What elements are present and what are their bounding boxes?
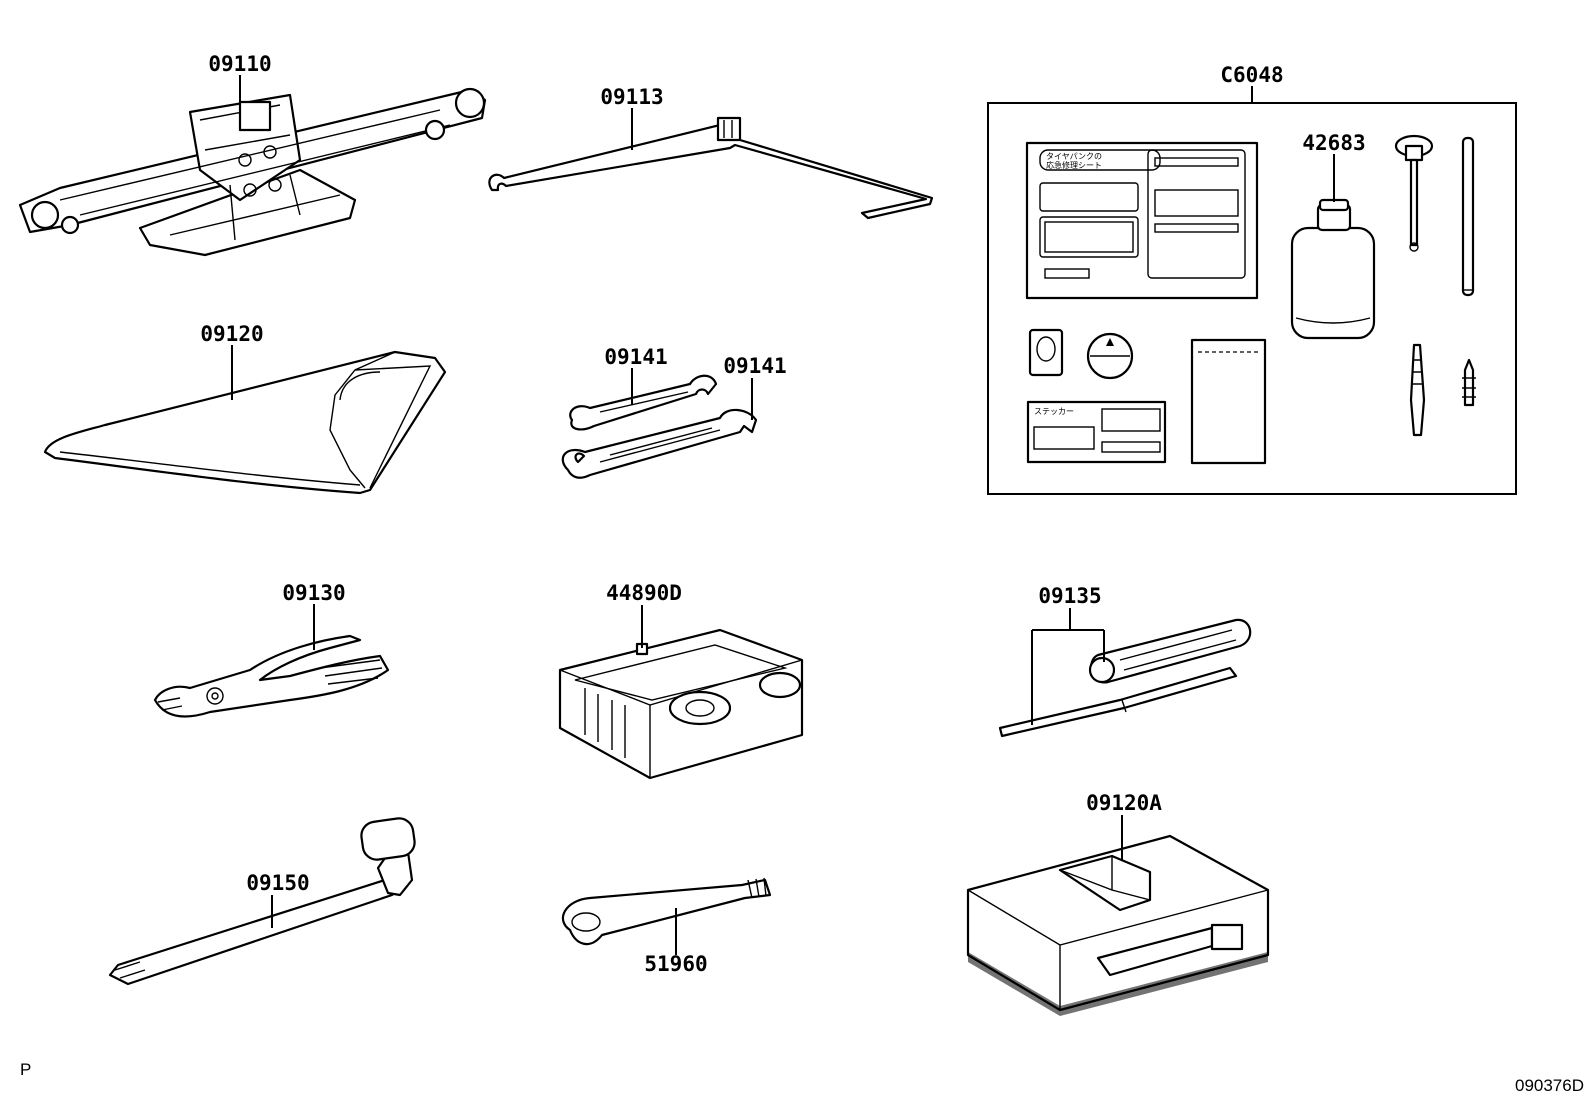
- pliers-illustration: [153, 634, 390, 718]
- diagram-id: 090376D: [1515, 1076, 1584, 1095]
- kit-contents-illustration: タイヤパンクの 応急修理シート ステッカー: [1025, 134, 1476, 465]
- label-jack: 09110: [208, 52, 271, 76]
- label-tray: 09120A: [1086, 791, 1162, 815]
- label-wrench-a: 09141: [604, 345, 667, 369]
- label-wrench-b: 09141: [723, 354, 786, 378]
- tool-tray-illustration: [966, 834, 1270, 1016]
- label-hook: 51960: [644, 952, 707, 976]
- svg-text:タイヤパンクの: タイヤパンクの: [1046, 152, 1102, 161]
- label-kit: C6048: [1220, 63, 1283, 87]
- tool-bag-illustration: [43, 350, 447, 495]
- svg-text:応急修理シート: 応急修理シート: [1046, 160, 1102, 170]
- screwdriver-illustration: [998, 618, 1252, 738]
- leader-screwdriver: [1031, 608, 1105, 725]
- label-lug-wrench: 09150: [246, 871, 309, 895]
- label-bottle: 42683: [1302, 131, 1365, 155]
- wrench-pair-illustration: [561, 374, 758, 479]
- kit-box-frame: [987, 102, 1517, 495]
- compressor-illustration: [558, 628, 804, 780]
- label-screwdriver: 09135: [1038, 584, 1101, 608]
- label-handle: 09113: [600, 85, 663, 109]
- corner-left-code: P: [20, 1060, 31, 1079]
- jack-handle-illustration: [488, 116, 934, 220]
- svg-text:ステッカー: ステッカー: [1034, 407, 1074, 416]
- label-pliers: 09130: [282, 581, 345, 605]
- towing-hook-illustration: [561, 877, 772, 946]
- label-bag: 09120: [200, 322, 263, 346]
- scissor-jack-illustration: [18, 87, 487, 257]
- lug-wrench-illustration: [108, 817, 416, 986]
- label-compressor: 44890D: [606, 581, 682, 605]
